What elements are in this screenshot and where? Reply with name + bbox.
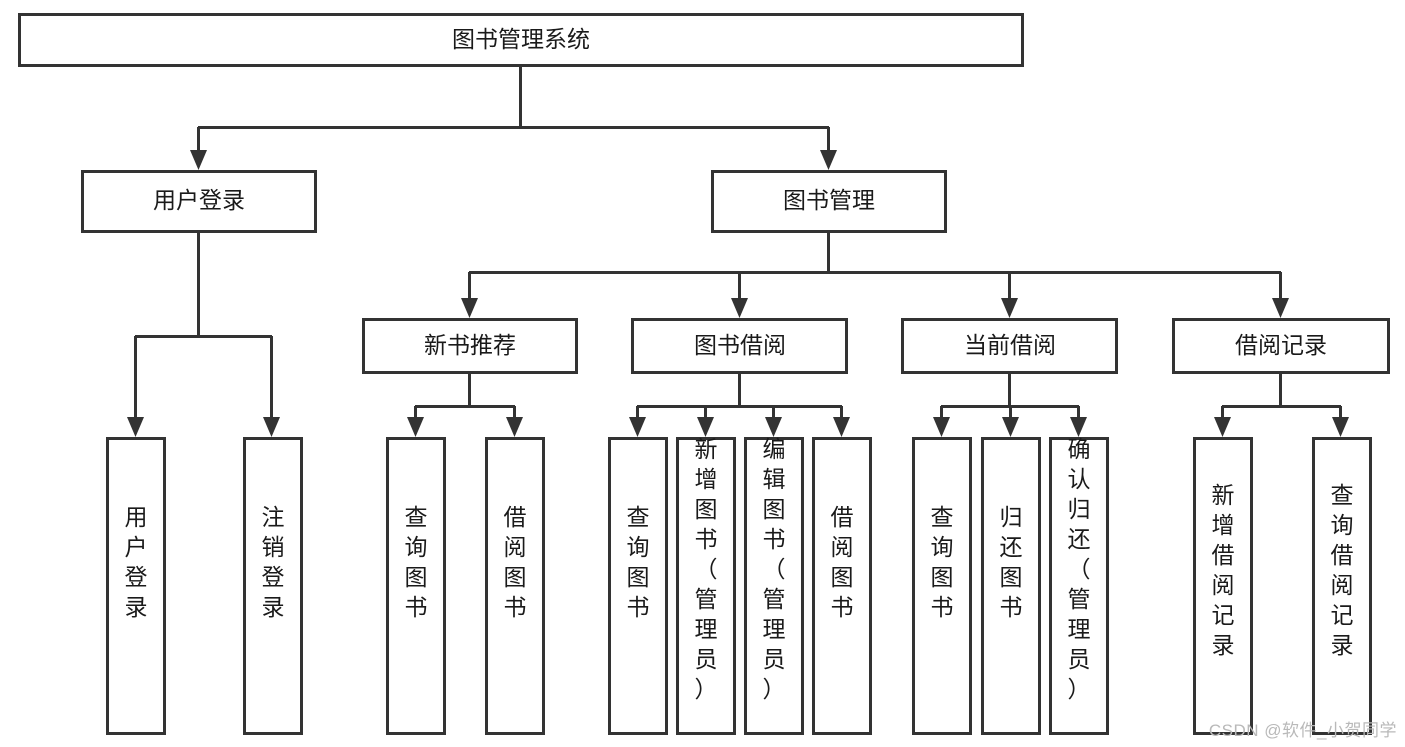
node-leaf-query-record-label: 查询借阅记录 (1331, 482, 1354, 658)
node-leaf-edit-book-label: 编辑图书（管理员） (763, 436, 786, 702)
arrowhead-leaf-add-record (1214, 417, 1231, 437)
node-leaf-return-book-label: 归还图书 (1000, 504, 1023, 620)
node-leaf-edit-book[interactable]: 编辑图书（管理员） (744, 436, 804, 735)
arrowhead-leaf-query-record (1332, 417, 1349, 437)
arrowhead-book-borrow (731, 298, 748, 318)
node-leaf-query-book-3-label: 查询图书 (931, 504, 954, 620)
node-borrow-record-label: 借阅记录 (1235, 332, 1327, 358)
node-user-login-box[interactable] (81, 170, 317, 233)
arrowhead-leaf-add-book (697, 417, 714, 437)
node-leaf-return-book[interactable]: 归还图书 (981, 437, 1041, 735)
node-root-box[interactable] (18, 13, 1024, 67)
arrowhead-leaf-user-login (127, 417, 144, 437)
connectors-user-login (127, 232, 280, 437)
node-leaf-user-login-box[interactable] (106, 437, 166, 735)
node-leaf-user-login[interactable]: 用户登录 (106, 437, 166, 735)
arrowhead-borrow-record (1272, 298, 1289, 318)
arrowhead-leaf-confirm-return (1070, 417, 1087, 437)
node-leaf-user-login-label: 用户登录 (125, 504, 148, 620)
connectors-new-book-recommend (407, 373, 523, 437)
node-current-borrow[interactable]: 当前借阅 (901, 318, 1118, 374)
node-leaf-borrow-book-1[interactable]: 借阅图书 (485, 437, 545, 735)
node-leaf-confirm-return-box[interactable] (1049, 437, 1109, 735)
node-leaf-query-book-1-box[interactable] (386, 437, 446, 735)
arrowhead-leaf-logout-login (263, 417, 280, 437)
node-leaf-borrow-book-2[interactable]: 借阅图书 (812, 437, 872, 735)
node-leaf-borrow-book-1-label: 借阅图书 (504, 504, 527, 620)
node-new-book-recommend[interactable]: 新书推荐 (362, 318, 578, 374)
arrowhead-leaf-borrow-book-1 (506, 417, 523, 437)
connectors-book-borrow (629, 373, 850, 437)
node-leaf-add-book[interactable]: 新增图书（管理员） (676, 436, 736, 735)
node-leaf-query-book-3-box[interactable] (912, 437, 972, 735)
node-leaf-query-book-1-label: 查询图书 (405, 504, 428, 620)
node-leaf-query-book-2-label: 查询图书 (627, 504, 650, 620)
node-leaf-confirm-return[interactable]: 确认归还（管理员） (1049, 436, 1109, 735)
node-new-book-recommend-label: 新书推荐 (424, 332, 516, 358)
arrowhead-leaf-return-book (1002, 417, 1019, 437)
node-root-label: 图书管理系统 (452, 26, 590, 52)
node-borrow-record[interactable]: 借阅记录 (1172, 318, 1390, 374)
connectors-book-manage (461, 232, 1289, 318)
node-leaf-add-record-box[interactable] (1193, 437, 1253, 735)
arrowhead-book-manage (820, 150, 837, 170)
node-leaf-query-book-2[interactable]: 查询图书 (608, 437, 668, 735)
arrowhead-leaf-edit-book (765, 417, 782, 437)
node-leaf-return-book-box[interactable] (981, 437, 1041, 735)
node-leaf-borrow-book-1-box[interactable] (485, 437, 545, 735)
arrowhead-leaf-query-book-1 (407, 417, 424, 437)
node-leaf-query-record-box[interactable] (1312, 437, 1372, 735)
node-leaf-logout-login[interactable]: 注销登录 (243, 437, 303, 735)
node-leaf-confirm-return-label: 确认归还（管理员） (1068, 436, 1091, 702)
node-book-manage-box[interactable] (711, 170, 947, 233)
node-leaf-borrow-book-2-box[interactable] (812, 437, 872, 735)
node-leaf-add-record[interactable]: 新增借阅记录 (1193, 437, 1253, 735)
node-leaf-logout-login-label: 注销登录 (262, 504, 285, 620)
node-leaf-edit-book-box[interactable] (744, 437, 804, 735)
node-leaf-add-book-label: 新增图书（管理员） (695, 436, 718, 702)
node-current-borrow-box[interactable] (901, 318, 1118, 374)
arrowhead-leaf-query-book-3 (933, 417, 950, 437)
node-borrow-record-box[interactable] (1172, 318, 1390, 374)
connectors-root (190, 66, 837, 170)
arrowhead-new-book-recommend (461, 298, 478, 318)
node-root[interactable]: 图书管理系统 (18, 13, 1024, 67)
node-current-borrow-label: 当前借阅 (964, 332, 1056, 358)
connectors-current-borrow (933, 373, 1087, 437)
node-leaf-borrow-book-2-label: 借阅图书 (831, 504, 854, 620)
node-leaf-query-book-1[interactable]: 查询图书 (386, 437, 446, 735)
node-leaf-query-book-2-box[interactable] (608, 437, 668, 735)
node-book-borrow-label: 图书借阅 (694, 332, 786, 358)
arrowhead-user-login (190, 150, 207, 170)
node-book-manage[interactable]: 图书管理 (711, 170, 947, 233)
node-leaf-add-book-box[interactable] (676, 437, 736, 735)
arrowhead-leaf-borrow-book-2 (833, 417, 850, 437)
arrowhead-current-borrow (1001, 298, 1018, 318)
connectors-borrow-record (1214, 373, 1349, 437)
node-leaf-add-record-label: 新增借阅记录 (1212, 482, 1235, 658)
node-user-login[interactable]: 用户登录 (81, 170, 317, 233)
node-book-manage-label: 图书管理 (783, 187, 875, 213)
node-book-borrow-box[interactable] (631, 318, 848, 374)
node-leaf-query-book-3[interactable]: 查询图书 (912, 437, 972, 735)
node-leaf-query-record[interactable]: 查询借阅记录 (1312, 437, 1372, 735)
node-leaf-logout-login-box[interactable] (243, 437, 303, 735)
node-new-book-recommend-box[interactable] (362, 318, 578, 374)
arrowhead-leaf-query-book-2 (629, 417, 646, 437)
node-user-login-label: 用户登录 (153, 187, 245, 213)
node-book-borrow[interactable]: 图书借阅 (631, 318, 848, 374)
